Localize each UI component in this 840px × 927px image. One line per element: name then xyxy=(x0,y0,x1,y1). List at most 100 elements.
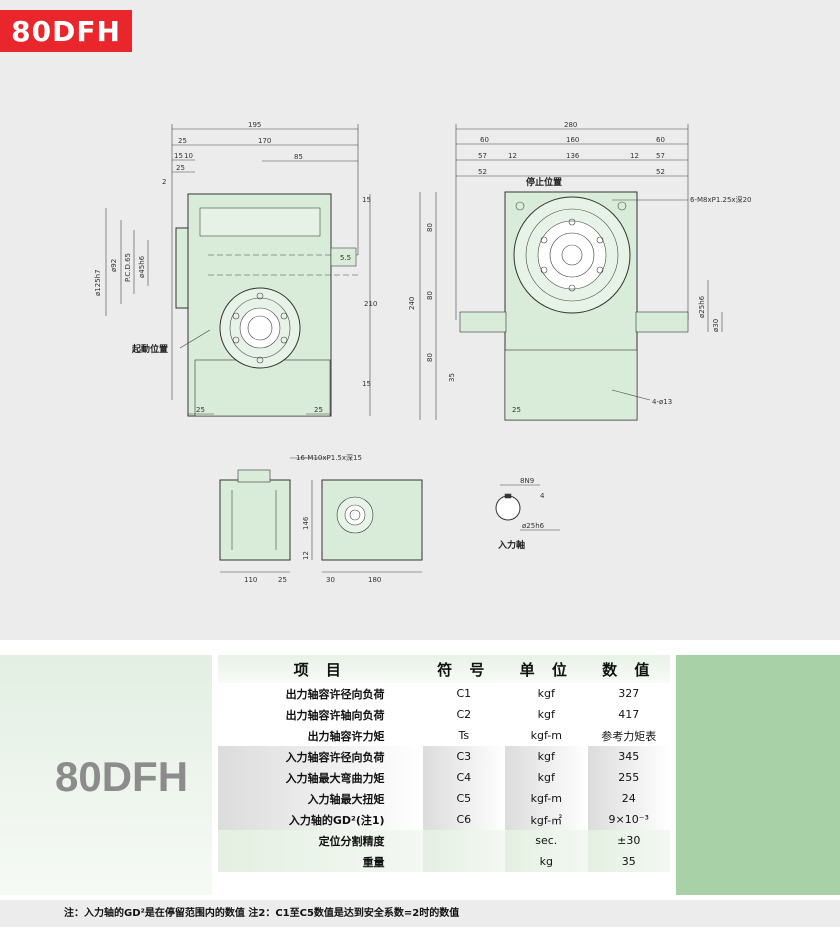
dim-front-55: 5.5 xyxy=(340,254,351,262)
cell-symbol: C2 xyxy=(422,704,506,725)
bottom-middle-view xyxy=(311,479,423,573)
dim-front-od125: ø125h7 xyxy=(94,269,102,296)
dimension-labels: 195 25 170 85 15 10 25 2 15 210 15 25 25… xyxy=(94,121,751,584)
cell-symbol: C6 xyxy=(422,809,506,830)
dim-front-85: 85 xyxy=(294,153,303,161)
cell-symbol xyxy=(422,851,506,872)
table-row: 出力轴容许力矩 Ts kgf-m 参考力矩表 xyxy=(218,725,670,746)
dim-side-12: 12 xyxy=(508,152,517,160)
table-row: 定位分割精度 sec. ±30 xyxy=(218,830,670,851)
dim-front-170: 170 xyxy=(258,137,271,145)
table-row: 入力轴最大扭矩 C5 kgf-m 24 xyxy=(218,788,670,809)
cell-unit: kg xyxy=(505,851,588,872)
cell-value: 327 xyxy=(587,683,670,704)
label-thread-spec: 16-M10xP1.5x深15 xyxy=(296,453,362,462)
bottom-left-view xyxy=(219,457,330,573)
cell-symbol: C3 xyxy=(422,746,506,767)
dim-side-52b: 52 xyxy=(656,168,665,176)
dim-front-od45: ø45h6 xyxy=(138,255,146,278)
cell-unit: kgf-㎡ xyxy=(505,809,588,830)
cell-value: 参考力矩表 xyxy=(587,725,670,746)
cell-symbol xyxy=(422,830,506,851)
label-stop-position: 停止位置 xyxy=(526,176,562,188)
dim-front-15b: 15 xyxy=(362,196,371,204)
dim-side-80c: 80 xyxy=(426,353,434,362)
dim-bm-146: 146 xyxy=(302,516,310,530)
spec-table-header: 项 目 符 号 单 位 数 值 xyxy=(218,655,670,683)
cell-unit: kgf-m xyxy=(505,725,588,746)
cell-item: 重量 xyxy=(218,851,423,872)
cell-item: 出力轴容许径向负荷 xyxy=(218,683,423,704)
dim-side-57b: 57 xyxy=(656,152,665,160)
cell-unit: kgf xyxy=(505,683,588,704)
cell-symbol: C4 xyxy=(422,767,506,788)
accent-panel xyxy=(676,655,840,895)
cell-symbol: C1 xyxy=(422,683,506,704)
cell-item: 入力轴最大扭矩 xyxy=(218,788,423,809)
model-name-large: 80DFH xyxy=(55,753,189,800)
cell-value: 35 xyxy=(587,851,670,872)
cell-item: 入力轴容许径向负荷 xyxy=(218,746,423,767)
dim-side-160: 160 xyxy=(566,136,579,144)
table-row: 出力轴容许轴向负荷 C2 kgf 417 xyxy=(218,704,670,725)
model-panel: 80DFH xyxy=(0,655,212,895)
table-row: 入力轴的GD²(注1) C6 kgf-㎡ 9×10⁻³ xyxy=(218,809,670,830)
label-hole-spec: 6-M8xP1.25x深20 xyxy=(690,195,751,204)
dim-front-210: 210 xyxy=(364,300,377,308)
dim-front-15c: 15 xyxy=(362,380,371,388)
cell-value: 24 xyxy=(587,788,670,809)
dim-side-136: 136 xyxy=(566,152,580,160)
dim-bm-180: 180 xyxy=(368,576,381,584)
table-row: 重量 kg 35 xyxy=(218,851,670,872)
front-view xyxy=(105,124,371,417)
dim-bl-25: 25 xyxy=(278,576,287,584)
dim-front-195: 195 xyxy=(248,121,261,129)
header-unit: 单 位 xyxy=(505,655,588,683)
technical-drawing: 195 25 170 85 15 10 25 2 15 210 15 25 25… xyxy=(0,60,840,640)
dim-front-pcd: P.C.D.65 xyxy=(124,253,132,282)
table-row: 出力轴容许径向负荷 C1 kgf 327 xyxy=(218,683,670,704)
cell-symbol: Ts xyxy=(422,725,506,746)
label-mount-holes: 4-ø13 xyxy=(652,398,672,406)
dim-side-280: 280 xyxy=(564,121,577,129)
label-input-shaft: 入力軸 xyxy=(497,539,525,551)
dim-shaft-4: 4 xyxy=(540,492,545,500)
dim-front-25b: 25 xyxy=(176,164,185,172)
dim-front-10: 10 xyxy=(184,152,193,160)
dim-front-25c: 25 xyxy=(196,406,205,414)
drawing-svg: 195 25 170 85 15 10 25 2 15 210 15 25 25… xyxy=(94,121,751,584)
dim-side-35: 35 xyxy=(448,373,456,382)
cell-value: ±30 xyxy=(587,830,670,851)
cell-value: 255 xyxy=(587,767,670,788)
spec-section: 80DFH 项 目 符 号 单 位 数 值 出力轴容许径向负荷 C1 kgf 3… xyxy=(0,640,840,900)
header-value: 数 值 xyxy=(587,655,670,683)
dim-bl-110: 110 xyxy=(244,576,257,584)
dim-side-60: 60 xyxy=(480,136,489,144)
model-title-badge: 80DFH xyxy=(0,10,132,52)
dim-side-57: 57 xyxy=(478,152,487,160)
dim-side-od30: ø30 xyxy=(712,319,720,332)
cell-item: 出力轴容许力矩 xyxy=(218,725,423,746)
footnote: 注：入力轴的GD²是在停留范围内的数值 注2：C1至C5数值是达到安全系数=2时… xyxy=(64,908,460,919)
cell-value: 345 xyxy=(587,746,670,767)
dim-side-80b: 80 xyxy=(426,291,434,300)
label-start-position: 起動位置 xyxy=(131,343,168,355)
header-symbol: 符 号 xyxy=(422,655,506,683)
cell-item: 定位分割精度 xyxy=(218,830,423,851)
table-row: 入力轴最大弯曲力矩 C4 kgf 255 xyxy=(218,767,670,788)
cell-item: 出力轴容许轴向负荷 xyxy=(218,704,423,725)
dim-side-12b: 12 xyxy=(630,152,639,160)
cell-unit: kgf-m xyxy=(505,788,588,809)
side-view xyxy=(419,124,723,421)
cell-unit: sec. xyxy=(505,830,588,851)
cell-symbol: C5 xyxy=(422,788,506,809)
spec-table: 项 目 符 号 单 位 数 值 出力轴容许径向负荷 C1 kgf 327 出力轴… xyxy=(218,655,670,872)
cell-value: 9×10⁻³ xyxy=(587,809,670,830)
dim-front-od92: ø92 xyxy=(110,259,118,272)
dim-bm-12: 12 xyxy=(302,551,310,560)
cell-unit: kgf xyxy=(505,746,588,767)
dim-front-25: 25 xyxy=(178,137,187,145)
dim-bm-30: 30 xyxy=(326,576,335,584)
dim-shaft-od: ø25h6 xyxy=(522,522,545,530)
cell-item: 入力轴最大弯曲力矩 xyxy=(218,767,423,788)
